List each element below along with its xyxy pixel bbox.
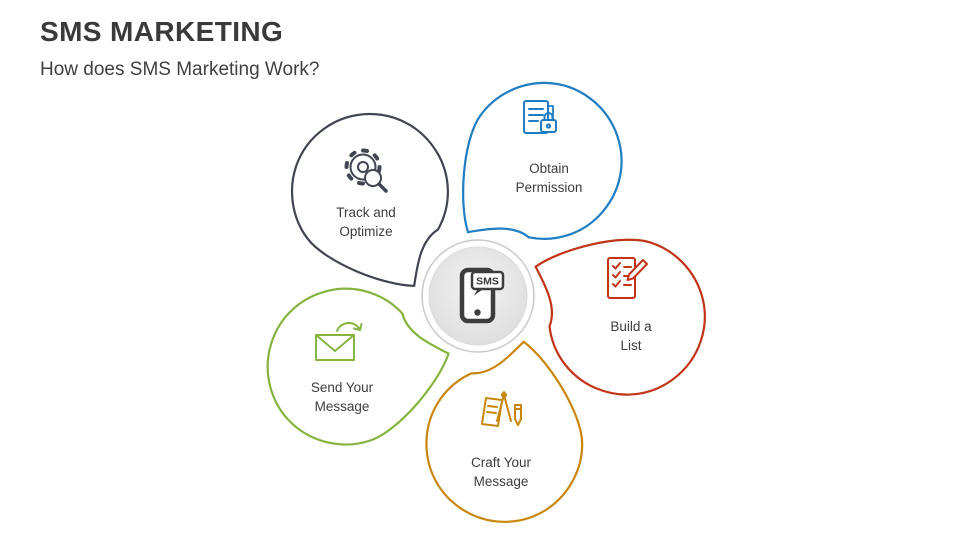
smartphone-sms-icon: SMS <box>421 239 535 353</box>
document-lock-icon <box>523 100 557 134</box>
step-label-craft-your-message: Craft Your Message <box>470 455 532 489</box>
checklist-pencil-icon <box>607 257 648 299</box>
step-label-obtain-permission: Obtain Permission <box>515 161 583 195</box>
gear-magnifier-icon <box>344 148 388 193</box>
petal-send-your-message <box>266 287 450 446</box>
envelope-arrow-icon <box>315 322 363 361</box>
step-label-build-a-list: Build a List <box>610 319 652 353</box>
sms-label: SMS <box>476 276 499 288</box>
step-label-track-and-optimize: Track and Optimize <box>336 205 396 239</box>
petal-obtain-permission <box>462 81 623 240</box>
petal-track-and-optimize <box>290 112 449 287</box>
slide-subtitle: How does SMS Marketing Work? <box>40 59 320 80</box>
speech-bubble-tail <box>474 288 484 296</box>
petal-build-a-list <box>534 238 706 396</box>
sms-speech-bubble <box>470 270 505 291</box>
drafting-tools-icon <box>481 391 522 427</box>
slide-title: SMS MARKETING <box>40 16 284 47</box>
phone-home-button <box>474 309 481 316</box>
step-label-send-your-message: Send Your Message <box>310 380 374 414</box>
petal-craft-your-message <box>425 340 584 523</box>
